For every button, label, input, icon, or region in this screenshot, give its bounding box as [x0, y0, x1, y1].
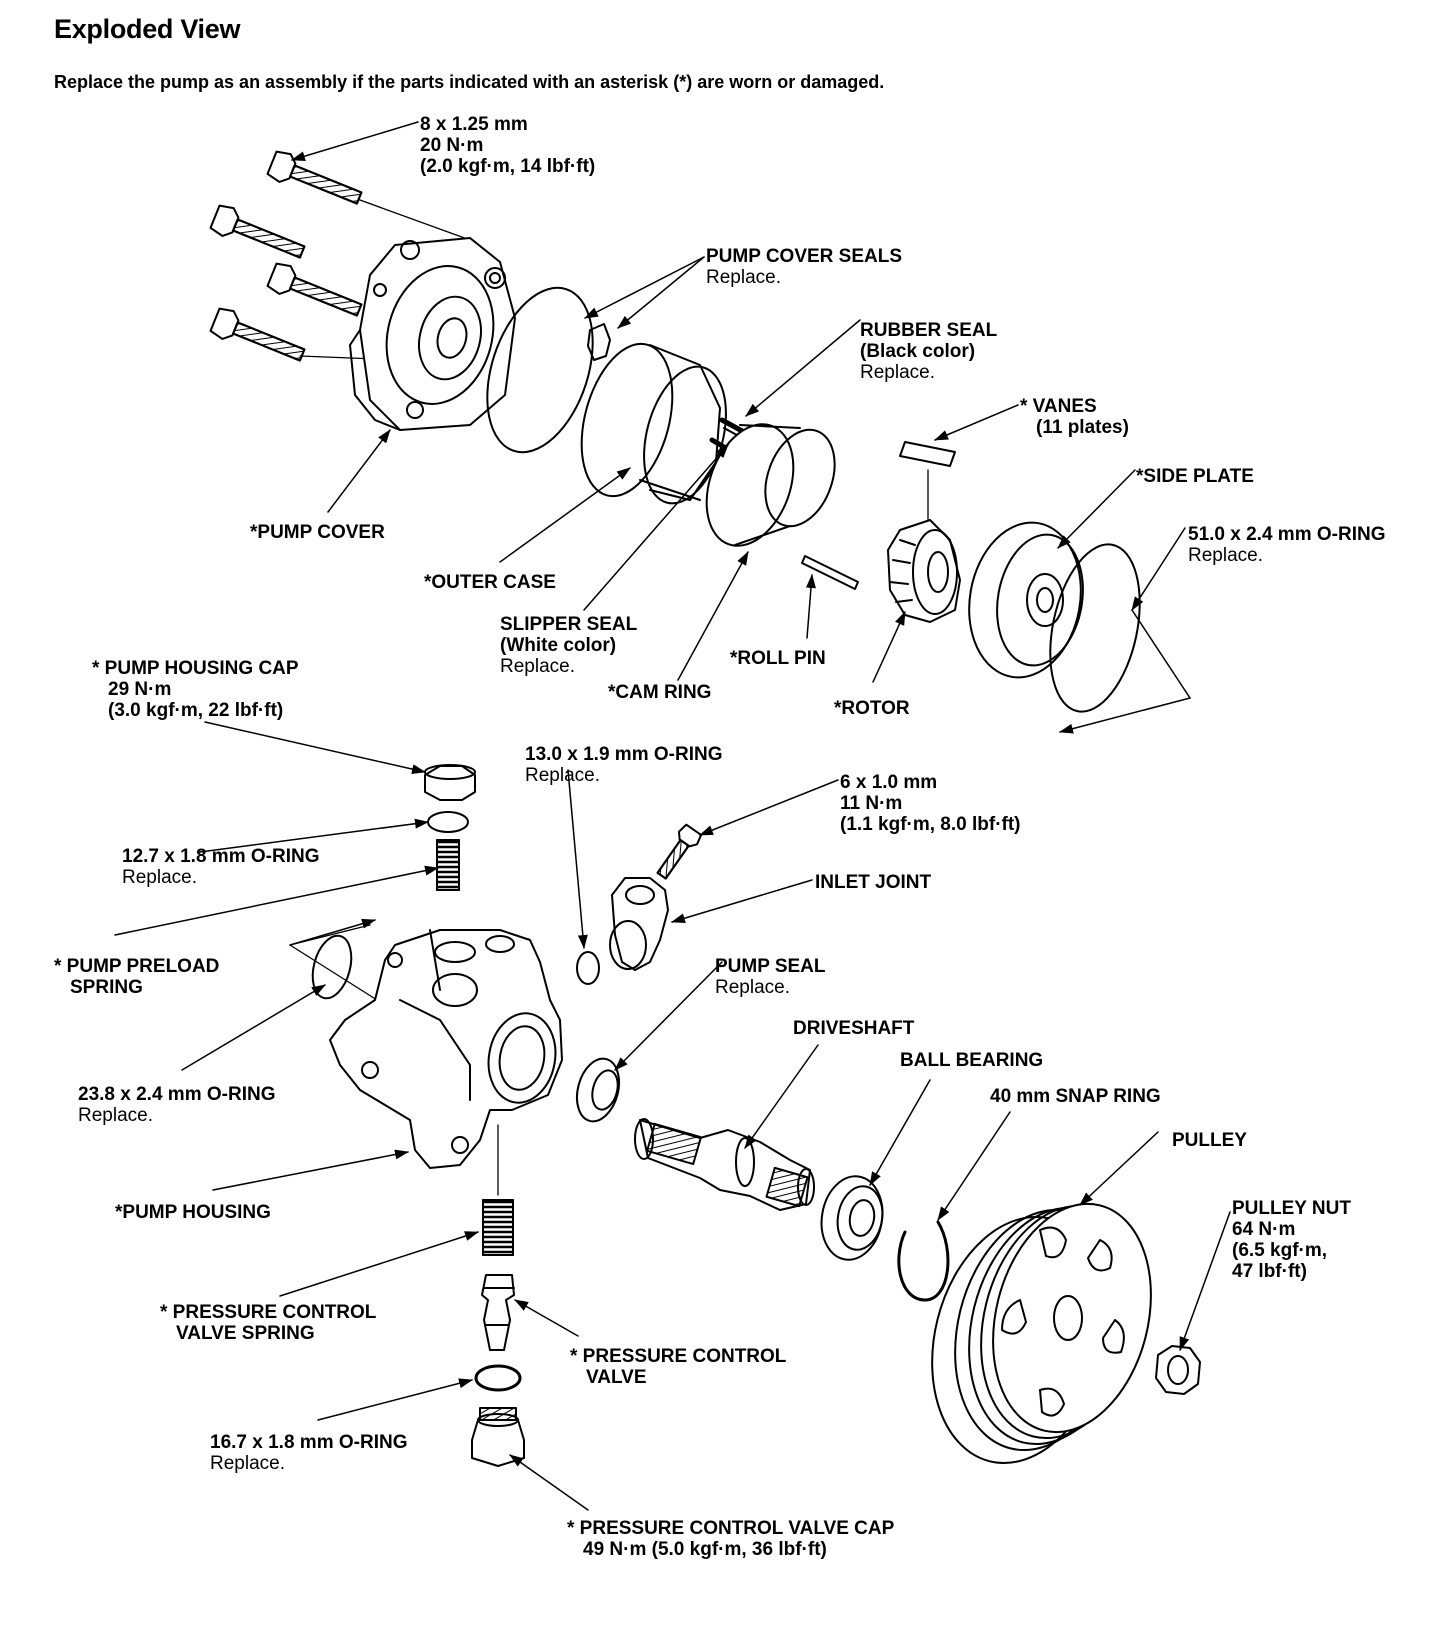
label-roll-pin: *ROLL PIN	[730, 648, 826, 669]
pump-cover-bolt-1	[266, 150, 363, 205]
label-cam-ring: *CAM RING	[608, 682, 712, 703]
label-bolt-6x10: 6 x 1.0 mm 11 N·m (1.1 kgf·m, 8.0 lbf·ft…	[840, 772, 1021, 835]
rotor	[887, 519, 961, 623]
oring-51-0	[1049, 543, 1141, 713]
snap-ring-40mm	[897, 1220, 950, 1302]
pump-cover	[349, 237, 516, 431]
label-side-plate: *SIDE PLATE	[1136, 466, 1254, 487]
label-slipper-seal: SLIPPER SEAL (White color) Replace.	[500, 614, 638, 677]
ball-bearing	[820, 1175, 884, 1261]
label-pressure-control-valve-spring: * PRESSURE CONTROL VALVE SPRING	[160, 1302, 377, 1344]
label-oring-23-8: 23.8 x 2.4 mm O-RING Replace.	[78, 1084, 276, 1126]
label-pressure-control-valve: * PRESSURE CONTROL VALVE	[570, 1346, 787, 1388]
outer-case	[580, 342, 727, 505]
label-pump-seal: PUMP SEAL Replace.	[715, 956, 826, 998]
pressure-control-valve-spring	[482, 1199, 514, 1256]
pump-housing-cap	[424, 764, 476, 801]
cam-ring	[705, 423, 836, 547]
page-title: Exploded View	[54, 14, 241, 44]
label-pump-housing-cap: * PUMP HOUSING CAP 29 N·m (3.0 kgf·m, 22…	[92, 658, 299, 721]
roll-pin	[801, 555, 859, 590]
label-oring-51-0: 51.0 x 2.4 mm O-RING Replace.	[1188, 524, 1386, 566]
label-oring-12-7: 12.7 x 1.8 mm O-RING Replace.	[122, 846, 320, 888]
label-pump-cover: *PUMP COVER	[250, 522, 385, 543]
oring-16-7	[474, 1364, 522, 1392]
label-oring-16-7: 16.7 x 1.8 mm O-RING Replace.	[210, 1432, 408, 1474]
label-oring-13-0: 13.0 x 1.9 mm O-RING Replace.	[525, 744, 723, 786]
oring-23-8	[311, 934, 353, 1000]
side-plate	[968, 521, 1084, 679]
pump-cover-bolt-2	[209, 204, 306, 259]
oring-12-7	[427, 811, 469, 833]
oring-13-0	[576, 951, 600, 985]
label-pressure-control-valve-cap: * PRESSURE CONTROL VALVE CAP 49 N·m (5.0…	[567, 1518, 895, 1560]
pulley	[931, 1202, 1152, 1465]
inlet-joint	[609, 877, 669, 971]
label-inlet-joint: INLET JOINT	[815, 872, 932, 893]
pump-cover-seal-small	[587, 323, 611, 361]
label-pulley-nut: PULLEY NUT 64 N·m (6.5 kgf·m, 47 lbf·ft)	[1232, 1198, 1351, 1282]
label-rubber-seal: RUBBER SEAL (Black color) Replace.	[860, 320, 998, 383]
label-snap-ring: 40 mm SNAP RING	[990, 1086, 1161, 1107]
pump-cover-seal-ring	[486, 286, 594, 454]
label-ball-bearing: BALL BEARING	[900, 1050, 1044, 1071]
pump-cover-bolt-4	[209, 307, 306, 362]
label-pulley: PULLEY	[1172, 1130, 1247, 1151]
inlet-joint-bolt	[656, 823, 703, 880]
driveshaft	[634, 1118, 815, 1211]
pressure-control-valve	[481, 1274, 515, 1351]
vanes	[899, 441, 956, 467]
pump-seal	[575, 1057, 621, 1123]
label-outer-case: *OUTER CASE	[424, 572, 556, 593]
pump-cover-bolt-3	[266, 262, 363, 317]
label-rotor: *ROTOR	[834, 698, 910, 719]
pump-preload-spring	[436, 839, 460, 891]
label-pump-preload-spring: * PUMP PRELOAD SPRING	[54, 956, 220, 998]
label-pump-housing: *PUMP HOUSING	[115, 1202, 271, 1223]
label-pump-cover-seals: PUMP COVER SEALS Replace.	[706, 246, 903, 288]
pump-housing	[329, 929, 563, 1169]
label-bolt-8x125: 8 x 1.25 mm 20 N·m (2.0 kgf·m, 14 lbf·ft…	[420, 114, 596, 177]
intro-text: Replace the pump as an assembly if the p…	[54, 72, 885, 92]
label-vanes: * VANES (11 plates)	[1020, 396, 1129, 438]
pulley-nut	[1155, 1345, 1201, 1395]
pressure-control-valve-cap	[471, 1407, 525, 1467]
label-driveshaft: DRIVESHAFT	[793, 1018, 915, 1039]
